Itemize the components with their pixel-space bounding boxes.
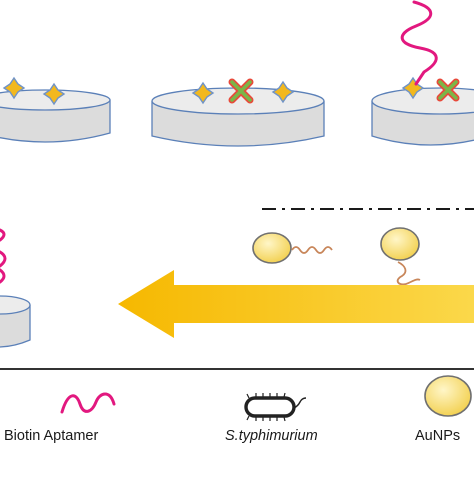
well-1-side [0,100,111,143]
bacterium-icon [244,392,307,422]
aunp-icon [424,375,472,417]
aunp-with-aptamer-2 [380,227,421,286]
well-3 [371,0,474,146]
aptamer-icon [0,228,7,284]
process-arrow [118,270,474,338]
aunp-icon [380,227,420,261]
aptamer-icon [400,0,438,86]
well-4-partial [0,228,31,348]
aunp-tail [396,261,421,286]
aunp-icon [252,232,292,264]
legend-label-s-typhimurium: S.typhimurium [225,428,318,444]
blocked-biotin-marker-icon [228,78,254,104]
legend-frame [0,368,474,479]
aunp-with-aptamer-1 [252,232,333,264]
aptamer-icon [60,392,116,414]
aunp-tail [291,246,333,254]
legend-label-biotin-aptamer: Biotin Aptamer [4,428,99,444]
legend-label-aunps: AuNPs [415,428,461,444]
blocked-biotin-marker-icon [436,78,460,102]
well-2 [151,78,325,147]
well-1 [0,77,111,143]
